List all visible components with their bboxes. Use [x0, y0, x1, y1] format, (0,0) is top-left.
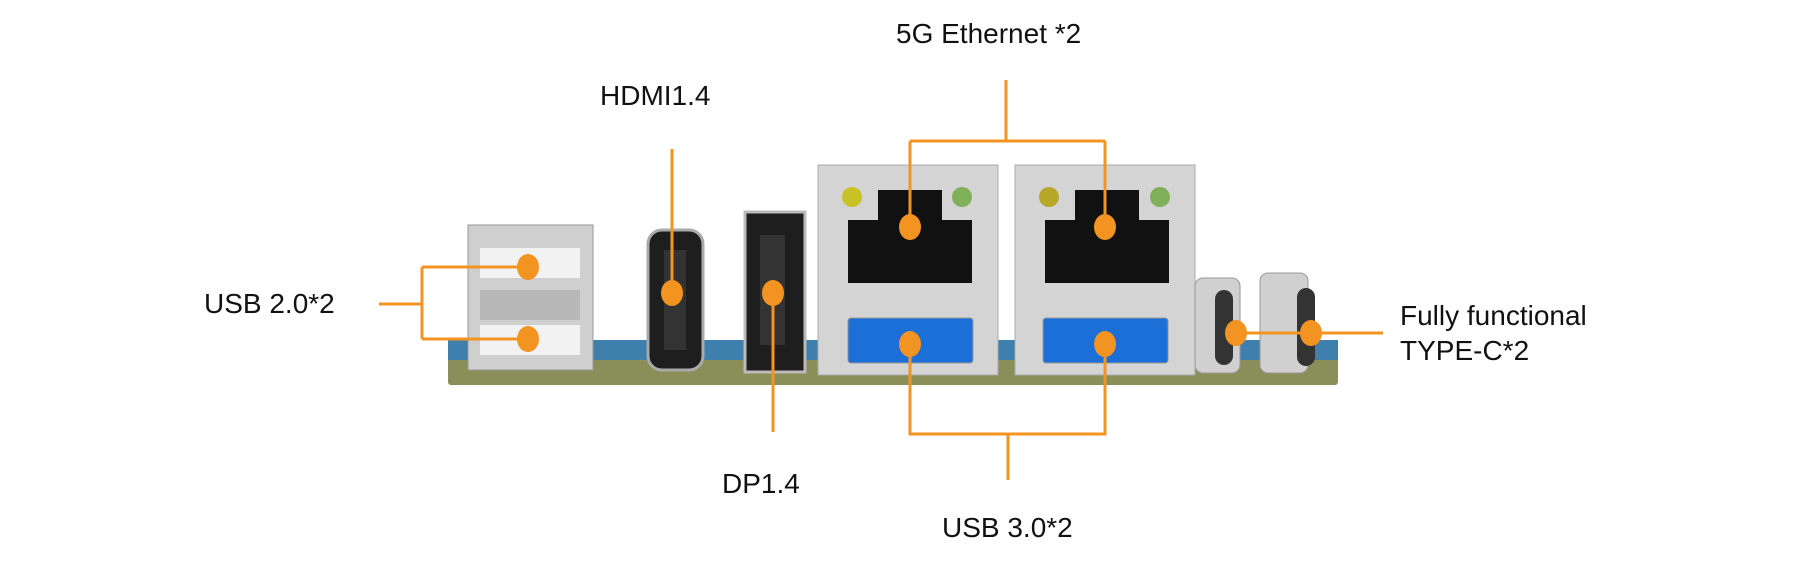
label-hdmi: HDMI1.4 — [600, 80, 711, 111]
label-ethernet: 5G Ethernet *2 — [896, 18, 1082, 49]
callout-dots — [517, 214, 1322, 357]
label-usb3: USB 3.0*2 — [942, 512, 1073, 543]
callout-lines — [379, 80, 1383, 480]
label-typec-line1: Fully functional — [1400, 300, 1587, 331]
label-typec: Fully functional TYPE-C*2 — [1400, 298, 1587, 368]
label-dp: DP1.4 — [722, 468, 800, 499]
label-typec-line2: TYPE-C*2 — [1400, 335, 1530, 366]
label-usb2: USB 2.0*2 — [204, 288, 335, 319]
